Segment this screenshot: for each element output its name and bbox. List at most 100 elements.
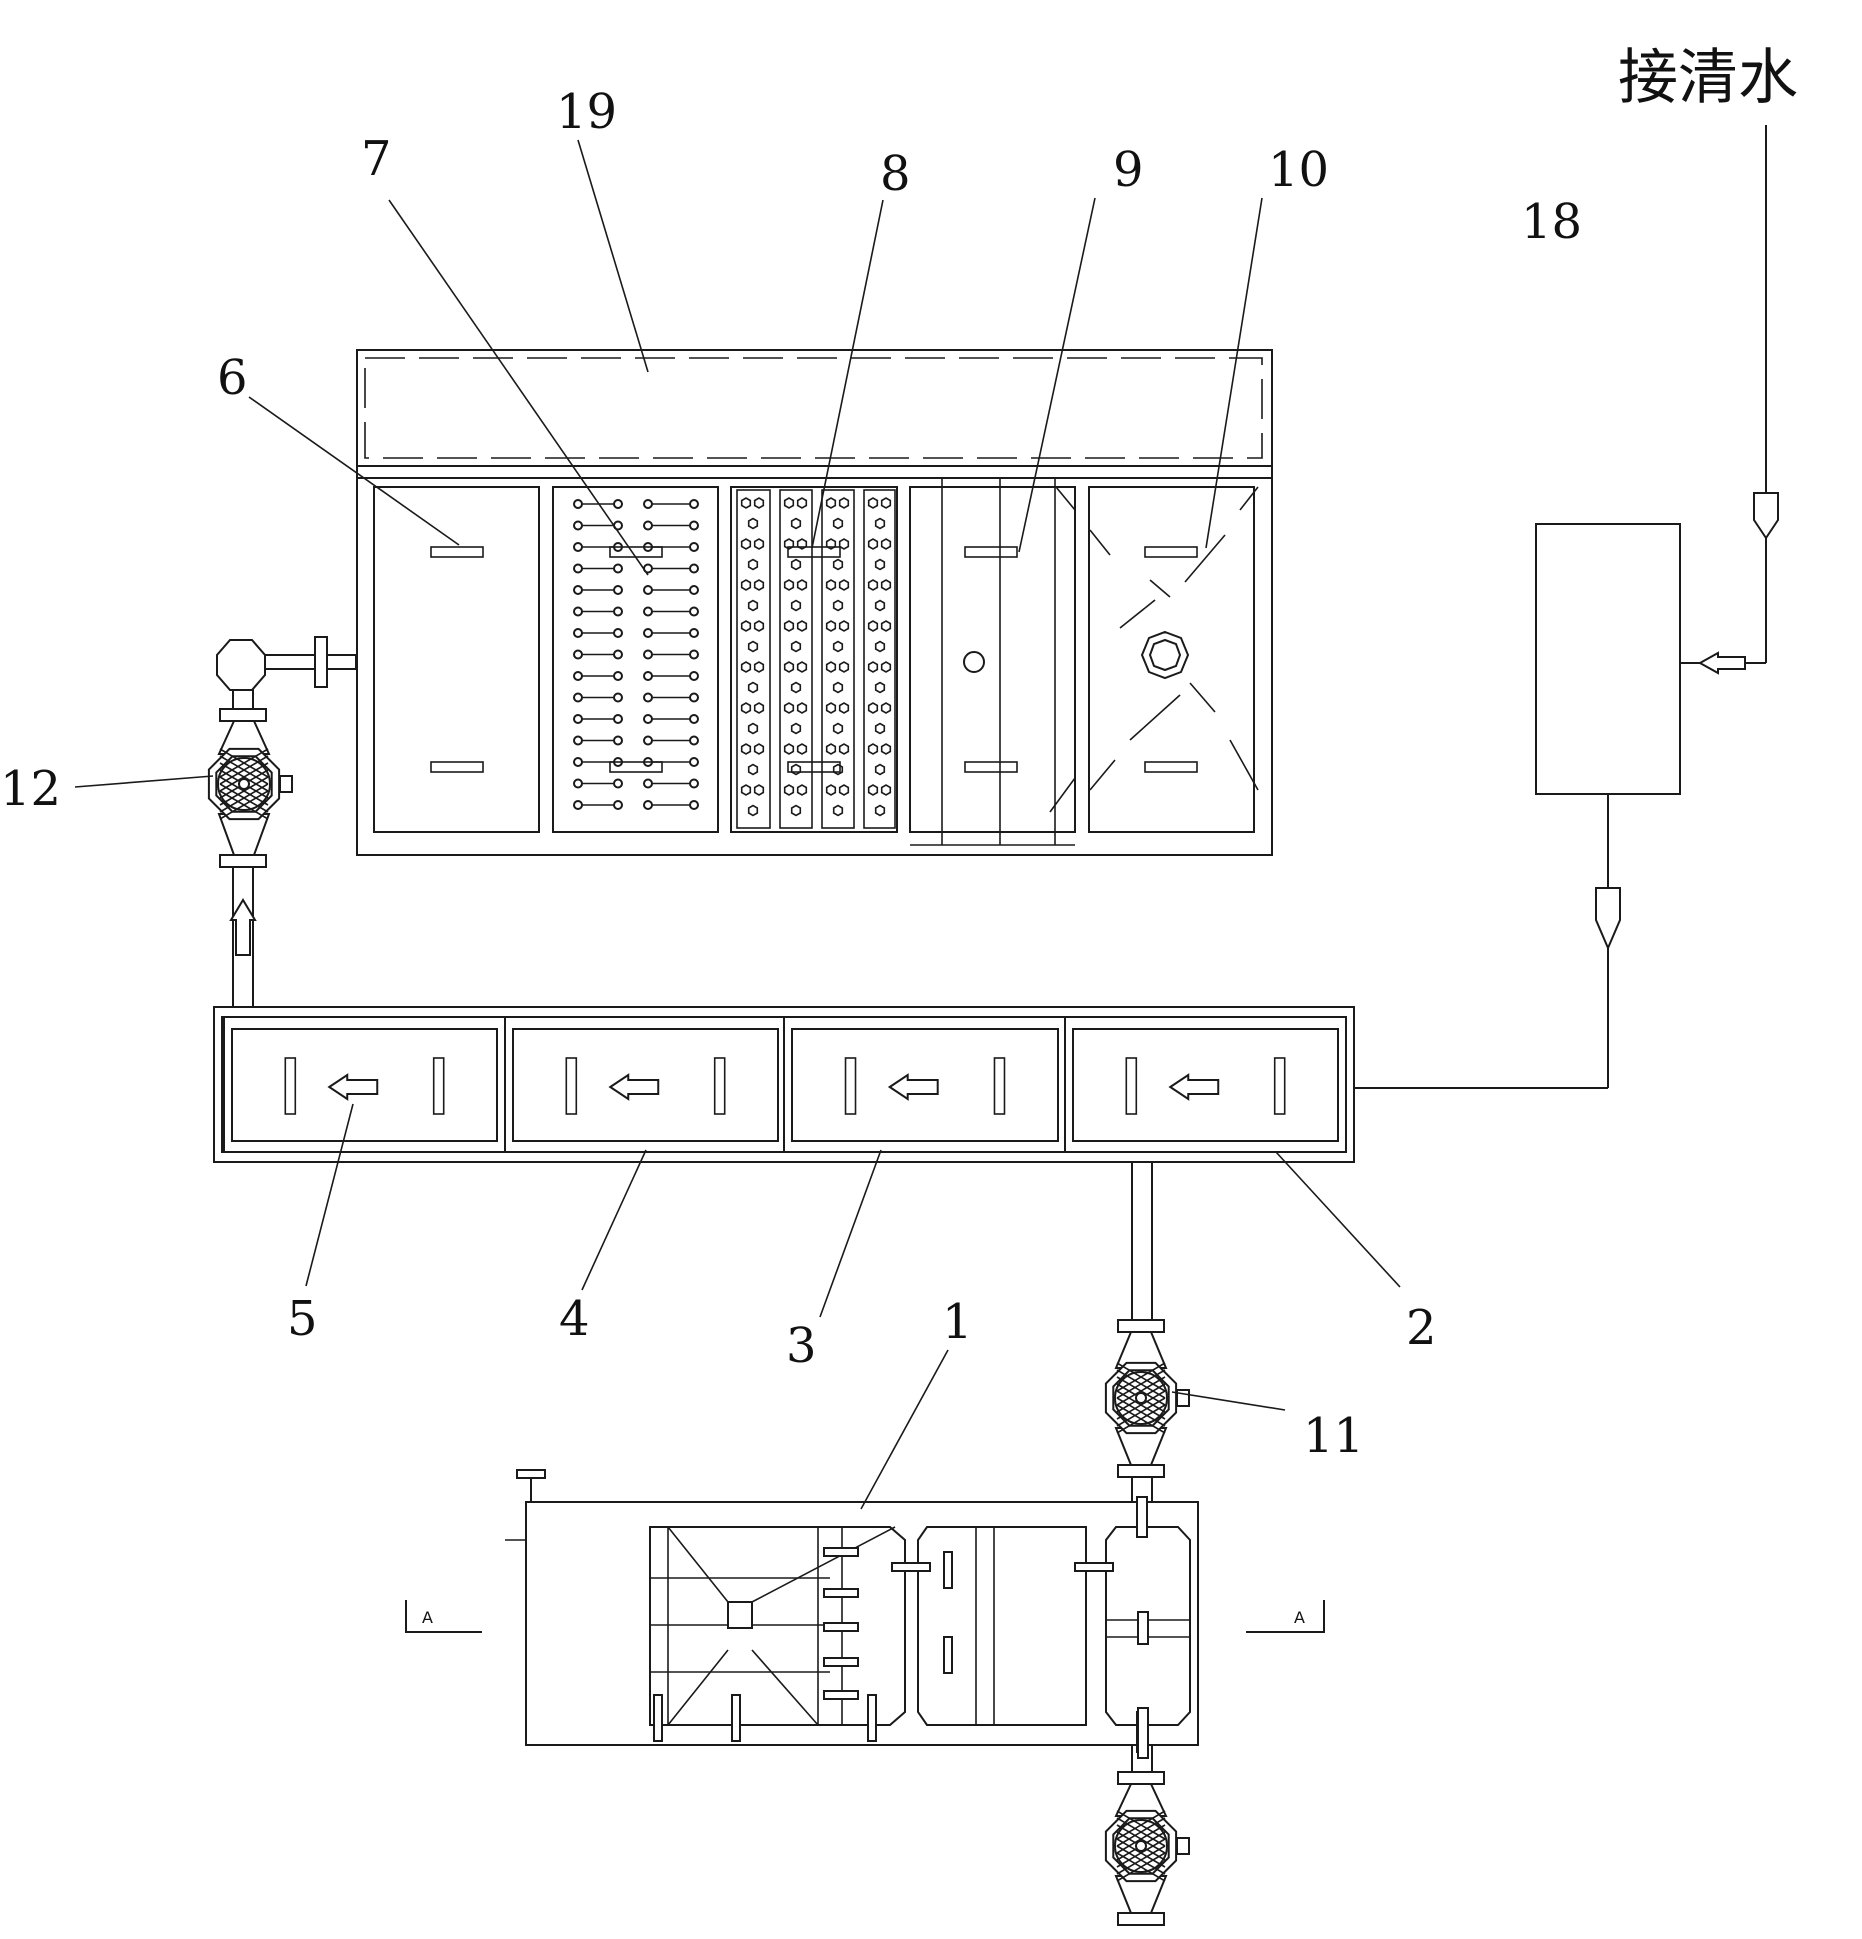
flange-bottom-bottom (1117, 1912, 1165, 1926)
leader-4 (581, 1149, 647, 1291)
media-hex (783, 620, 795, 632)
rod-end (689, 542, 699, 552)
leader-1 (860, 1349, 949, 1510)
label-10: 10 (1268, 142, 1329, 198)
media-hex (747, 722, 759, 735)
flange-11-bottom (1117, 1464, 1165, 1478)
media-hex (867, 538, 879, 550)
rod-end (643, 692, 653, 703)
rod-end (613, 735, 623, 746)
flange-upper (219, 708, 267, 722)
rod-end (573, 649, 583, 660)
media-hex (880, 702, 892, 714)
tank-1-center-box (727, 1601, 753, 1629)
media-hex (874, 804, 886, 817)
media-hex (867, 784, 879, 796)
media-hex (825, 497, 837, 509)
rod-end (689, 714, 699, 724)
rod-end (613, 714, 623, 724)
tank-10 (1088, 486, 1255, 833)
media-hex (796, 579, 808, 591)
label-clean-water: 接清水 (1618, 43, 1798, 113)
media-hex (740, 743, 752, 755)
media-hex (740, 579, 752, 591)
media-hex (838, 743, 850, 755)
media-hex (783, 538, 795, 550)
media-hex (880, 497, 892, 509)
media-hex (747, 558, 759, 571)
media-hex (874, 558, 886, 571)
rod-end (689, 563, 699, 574)
media-hex (790, 517, 802, 530)
leader-lines (74, 139, 1401, 1510)
rod-end (613, 563, 623, 574)
tank-10-slot-top (1144, 546, 1198, 558)
rod-end (643, 606, 653, 617)
slot (284, 1057, 297, 1115)
media-hex (838, 579, 850, 591)
media-hex (832, 722, 844, 735)
rod-end (613, 778, 623, 789)
rod-end (643, 649, 653, 660)
tank-1-pins (653, 1496, 1149, 1759)
middle-tank-4 (512, 1028, 779, 1142)
slot (713, 1057, 726, 1115)
rod-end (689, 585, 699, 595)
tank-9-inner-lines (910, 477, 1076, 846)
middle-tanks (231, 1017, 1339, 1152)
media-hex (880, 743, 892, 755)
media-hex (874, 599, 886, 612)
tank-8-slot-bottom (787, 761, 841, 773)
leader-2 (1275, 1151, 1401, 1288)
tank-7-slot-bottom (609, 761, 663, 773)
media-hex (874, 517, 886, 530)
label-4: 4 (559, 1291, 590, 1347)
media-hex (753, 784, 765, 796)
media-hex (838, 784, 850, 796)
media-hex (747, 599, 759, 612)
leader-19 (577, 139, 649, 373)
leader-12 (74, 775, 214, 788)
media-hex (753, 497, 765, 509)
media-hex (838, 702, 850, 714)
label-8: 8 (880, 146, 911, 202)
media-hex (867, 702, 879, 714)
tank-8-filter-media (736, 489, 896, 829)
flow-arrow-left (887, 1073, 939, 1101)
slot (993, 1057, 1006, 1115)
tank-9 (909, 486, 1076, 833)
media-hex (790, 722, 802, 735)
media-hex (747, 763, 759, 776)
media-hex (740, 620, 752, 632)
media-hex (832, 640, 844, 653)
rod-end (643, 628, 653, 638)
tank-6-slot-bottom (430, 761, 484, 773)
rod-end (573, 585, 583, 595)
rod-end (573, 800, 583, 810)
media-hex (825, 743, 837, 755)
section-marker-left: A (405, 1600, 482, 1633)
tank-9-port (963, 651, 985, 673)
slot (432, 1057, 445, 1115)
leader-11 (1171, 1391, 1286, 1411)
media-hex (880, 784, 892, 796)
arrow-left-into-18 (1697, 651, 1746, 675)
rod-end (643, 778, 653, 789)
media-hex (783, 743, 795, 755)
flange-bottom-top (1117, 1771, 1165, 1785)
tank-18 (1535, 523, 1681, 795)
media-hex (790, 681, 802, 694)
flow-arrow-left (608, 1073, 660, 1101)
media-hex (832, 804, 844, 817)
media-hex (825, 661, 837, 673)
media-hex (783, 661, 795, 673)
label-3: 3 (786, 1318, 817, 1374)
rod-end (643, 800, 653, 810)
media-hex (867, 620, 879, 632)
middle-tank-5 (231, 1028, 498, 1142)
media-hex (753, 702, 765, 714)
middle-tank-2 (1072, 1028, 1339, 1142)
rod-end (689, 520, 699, 531)
media-hex (838, 538, 850, 550)
label-1: 1 (942, 1294, 973, 1350)
